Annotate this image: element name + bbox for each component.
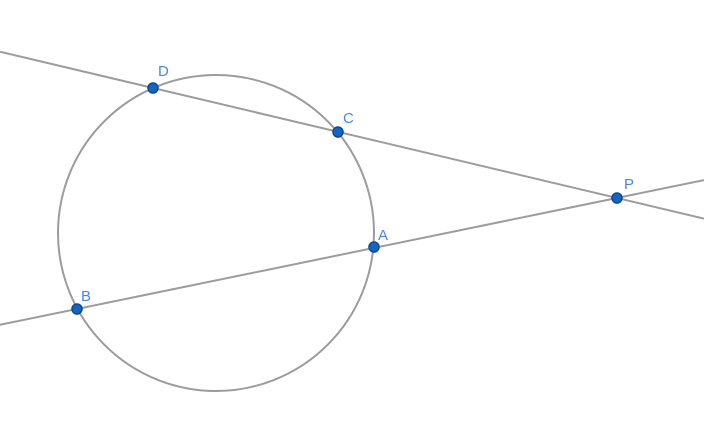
point-label-P: P <box>624 176 634 193</box>
secant-line-through-D-C-P[interactable] <box>0 50 704 220</box>
point-B[interactable] <box>71 303 83 315</box>
point-P[interactable] <box>611 192 623 204</box>
secant-line-through-B-A-P[interactable] <box>0 179 704 326</box>
point-label-A: A <box>378 227 388 244</box>
point-label-D: D <box>158 63 169 80</box>
point-C[interactable] <box>332 126 344 138</box>
point-A[interactable] <box>368 241 380 253</box>
point-D[interactable] <box>147 82 159 94</box>
point-label-C: C <box>343 110 354 127</box>
point-label-B: B <box>81 288 91 305</box>
circle-c[interactable] <box>57 74 375 392</box>
